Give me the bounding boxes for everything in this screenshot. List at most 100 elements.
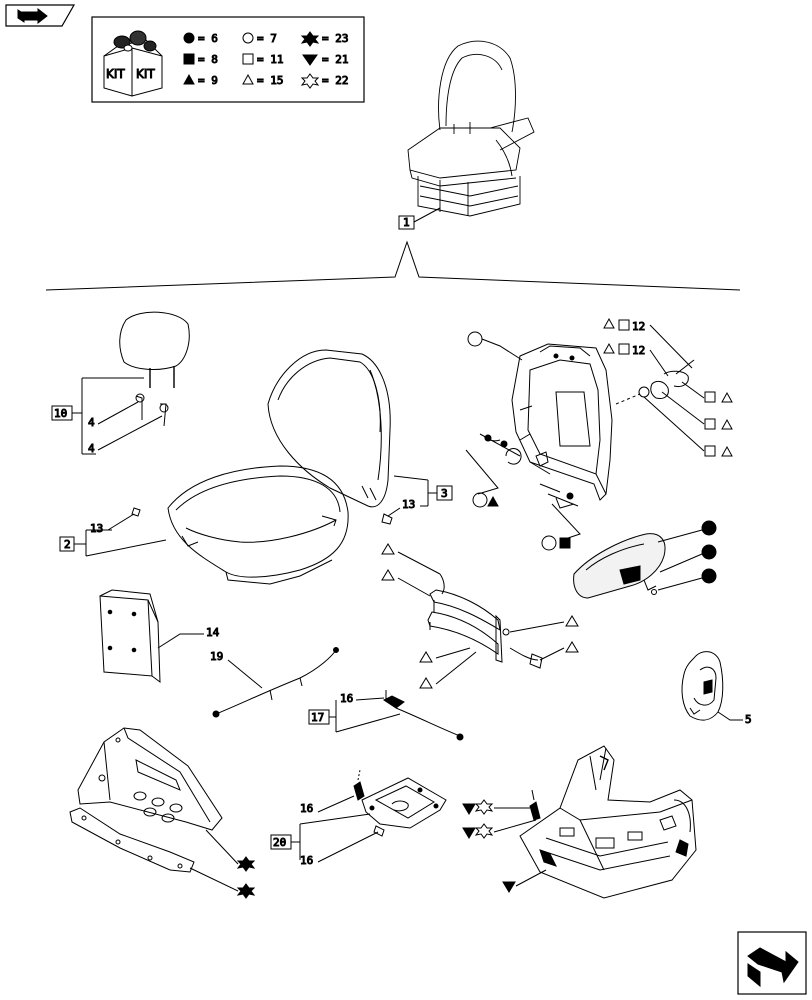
legend-triangle-up-filled: = 9 <box>198 74 218 87</box>
svg-text:16: 16 <box>300 854 313 867</box>
bottom-plate <box>69 807 195 873</box>
exploded-bracket <box>45 240 741 291</box>
triangle-down-filled-icon <box>302 54 318 66</box>
suspension-frame <box>519 745 697 899</box>
svg-text:5: 5 <box>745 713 752 726</box>
tri-callout-bottom <box>502 869 547 893</box>
kit-box-icon: KIT KIT <box>103 30 163 97</box>
lumbar-tri-3 <box>509 615 579 633</box>
lumbar-tri-2 <box>381 569 431 597</box>
legend-triangle-up-open: = 15 <box>257 74 284 87</box>
legend-triangle-down: = 21 <box>322 53 349 66</box>
circle-filled-icon <box>701 544 717 560</box>
ref-16a-label: 16 <box>340 692 385 706</box>
triangle-up-filled-icon <box>183 73 195 85</box>
svg-text:20: 20 <box>273 836 286 849</box>
backrest-frame <box>511 343 613 501</box>
complete-seat-assembly <box>407 40 535 217</box>
svg-text:2: 2 <box>64 538 71 551</box>
lumbar-tri-1 <box>381 543 441 575</box>
star-callout-2 <box>189 867 256 899</box>
svg-text:1: 1 <box>403 216 410 229</box>
headrest <box>119 311 190 427</box>
svg-text:17: 17 <box>311 711 324 724</box>
recliner-mechanism <box>465 433 581 541</box>
star6-open-icon <box>300 73 320 89</box>
lumbar-tri-5 <box>419 647 471 663</box>
ref-2-label: 2 <box>59 529 167 557</box>
star6-filled-icon <box>300 31 320 47</box>
circle-filled-icon <box>701 520 717 536</box>
ref-13a-label: 13 <box>90 507 141 536</box>
forward-arrow-icon[interactable] <box>5 4 76 27</box>
ref-20-label: 20 <box>270 813 371 860</box>
adapter-plate <box>353 769 447 837</box>
legend-circle-open: = 7 <box>257 32 277 45</box>
svg-text:13: 13 <box>90 522 103 535</box>
switch-harness <box>383 690 464 741</box>
svg-text:16: 16 <box>340 692 353 705</box>
square-filled-icon <box>183 53 195 65</box>
ref-16c-label: 16 <box>300 831 379 868</box>
lumbar-frame <box>427 573 543 669</box>
side-cover <box>681 651 724 721</box>
ref-4a-label: 4 <box>88 401 139 430</box>
base-bracket <box>77 727 223 831</box>
ref-3-label: 3 <box>393 475 453 507</box>
circle-open-icon <box>242 32 254 44</box>
legend-square-open: = 11 <box>257 53 284 66</box>
svg-text:4: 4 <box>88 442 95 455</box>
seat-cushion <box>167 465 349 585</box>
legend-star-filled: = 23 <box>322 32 349 45</box>
ref-4b-label: 4 <box>88 415 163 456</box>
legend-star-open: = 22 <box>322 74 349 87</box>
kit-legend: KIT KIT = 6 = 7 = 23 = 8 = 11 = 21 = 9 =… <box>91 16 365 103</box>
legend-circle-filled: = 6 <box>198 32 218 45</box>
callout-square-triangle-3 <box>643 396 733 457</box>
triangle-up-open-icon <box>242 73 254 85</box>
svg-text:10: 10 <box>54 407 67 420</box>
armrest-bullets <box>657 520 717 591</box>
svg-text:13: 13 <box>402 498 415 511</box>
star-callout-1 <box>205 829 256 872</box>
ref-12b-label: 12 <box>603 342 669 377</box>
ref-1-label: 1 <box>398 207 441 230</box>
backrest-cushion <box>267 349 391 508</box>
ref-10-label: 10 <box>51 377 144 455</box>
next-page-arrow-icon[interactable] <box>737 931 807 995</box>
svg-text:19: 19 <box>210 650 223 663</box>
circle-filled-icon <box>701 568 717 584</box>
tri-star-callout-1 <box>462 799 530 815</box>
circle-filled-icon <box>183 32 195 44</box>
adjustment-knob <box>615 359 695 405</box>
lumbar-tri-6 <box>419 651 477 689</box>
ref-19-label: 19 <box>210 650 263 689</box>
svg-text:4: 4 <box>88 416 95 429</box>
frame-circle-open-callout <box>467 331 523 361</box>
callout-square-triangle-1 <box>681 381 733 403</box>
ref-5-label: 5 <box>717 711 752 727</box>
tri-star-callout-2 <box>462 819 537 839</box>
callout-circle-open-square-filled <box>541 535 571 551</box>
svg-text:12: 12 <box>632 320 645 333</box>
lumbar-tri-4 <box>539 641 579 661</box>
ref-16b-label: 16 <box>300 795 355 816</box>
ref-17-label: 17 <box>308 700 401 733</box>
ref-14-label: 14 <box>157 626 220 649</box>
kit-label-right: KIT <box>136 67 155 81</box>
svg-text:3: 3 <box>441 487 448 500</box>
svg-text:12: 12 <box>632 344 645 357</box>
wiring-harness <box>212 647 339 718</box>
square-open-icon <box>242 53 254 65</box>
legend-square-filled: = 8 <box>198 53 218 66</box>
armrest <box>573 533 666 599</box>
lumbar-pad <box>99 589 161 684</box>
callout-circle-open-triangle-filled <box>472 492 499 508</box>
ref-12a-label: 12 <box>603 317 693 369</box>
svg-text:14: 14 <box>206 626 220 639</box>
ref-13b-label: 13 <box>381 498 416 525</box>
kit-label-left: KIT <box>106 67 125 81</box>
svg-text:16: 16 <box>300 802 313 815</box>
callout-square-triangle-2 <box>661 391 733 430</box>
